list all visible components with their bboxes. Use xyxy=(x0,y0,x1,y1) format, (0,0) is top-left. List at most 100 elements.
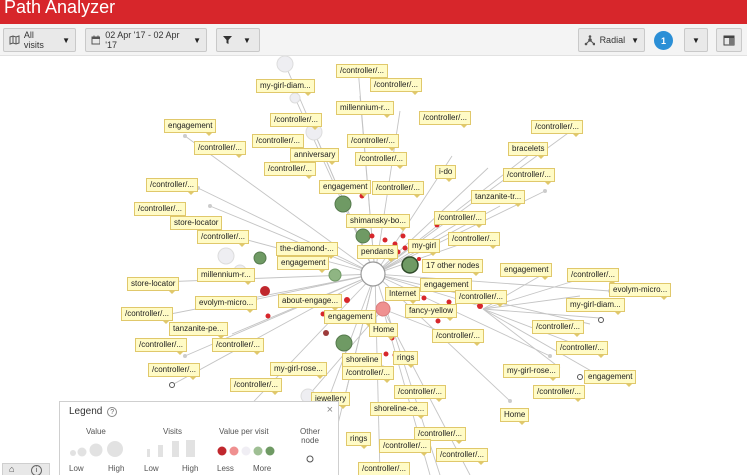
close-icon[interactable]: × xyxy=(326,404,333,416)
graph-node[interactable] xyxy=(369,233,375,239)
node-label[interactable]: /controller/... xyxy=(434,211,487,228)
filter-dropdown[interactable]: ▼ xyxy=(216,28,260,52)
node-label[interactable]: engagement xyxy=(500,263,553,280)
node-label[interactable]: /controller/... xyxy=(532,320,585,337)
node-label[interactable]: /controller/... xyxy=(448,232,501,249)
node-label[interactable]: /controller/... xyxy=(347,134,400,151)
node-label[interactable]: millennium-r... xyxy=(197,268,255,285)
graph-node[interactable] xyxy=(375,301,391,317)
node-label[interactable]: /controller/... xyxy=(135,338,188,355)
node-label[interactable]: 17 other nodes xyxy=(422,259,484,276)
node-label[interactable]: store-locator xyxy=(170,216,223,233)
node-label[interactable]: engagement xyxy=(319,180,372,197)
node-label[interactable]: shoreline-ce... xyxy=(370,402,429,419)
node-label[interactable]: /controller/... xyxy=(556,341,609,358)
graph-node[interactable] xyxy=(183,134,187,138)
node-label[interactable]: /controller/... xyxy=(194,141,247,158)
node-label[interactable]: /controller/... xyxy=(567,268,620,285)
node-label[interactable]: /controller/... xyxy=(121,307,174,324)
node-label[interactable]: engagement xyxy=(420,278,473,295)
graph-node[interactable] xyxy=(334,195,352,213)
graph-node[interactable] xyxy=(335,334,353,352)
node-label[interactable]: pendants xyxy=(357,245,398,262)
node-label[interactable]: my-girl-rose... xyxy=(270,362,327,379)
graph-node[interactable] xyxy=(323,330,329,336)
help-icon[interactable]: ? xyxy=(107,407,118,417)
node-label[interactable]: /controller/... xyxy=(252,134,305,151)
graph-node[interactable] xyxy=(289,92,301,104)
node-label[interactable]: millennium-r... xyxy=(336,101,394,118)
node-label[interactable]: /controller/... xyxy=(336,64,389,81)
node-label[interactable]: engagement xyxy=(164,119,217,136)
node-label[interactable]: /controller/... xyxy=(134,202,187,219)
node-label[interactable]: Home xyxy=(369,323,399,340)
node-label[interactable]: /controller/... xyxy=(230,378,283,395)
node-label[interactable]: my-girl xyxy=(408,239,440,256)
node-label[interactable]: /controller/... xyxy=(264,162,317,179)
node-label[interactable]: engagement xyxy=(277,256,330,273)
node-label[interactable]: my-girl-diam... xyxy=(256,79,315,96)
node-label[interactable]: /controller/... xyxy=(533,385,586,402)
node-label[interactable]: Home xyxy=(500,408,530,425)
options-dropdown[interactable]: ▼ xyxy=(684,28,708,52)
node-label[interactable]: /controller/... xyxy=(146,178,199,195)
bag-icon[interactable]: ⌂ xyxy=(9,464,15,474)
node-label[interactable]: my-girl-rose... xyxy=(503,364,560,381)
node-label[interactable]: rings xyxy=(346,432,372,449)
other-node[interactable] xyxy=(169,382,175,388)
graph-node[interactable] xyxy=(508,399,512,403)
node-label[interactable]: /controller/... xyxy=(379,439,432,456)
segment-dropdown[interactable]: All visits ▼ xyxy=(3,28,76,52)
node-label[interactable]: about-engage... xyxy=(278,294,343,311)
graph-node[interactable] xyxy=(402,245,408,251)
graph-node[interactable] xyxy=(183,354,187,358)
graph-node[interactable] xyxy=(260,286,270,296)
node-label[interactable]: /controller/... xyxy=(372,181,425,198)
node-label[interactable]: /controller/... xyxy=(197,230,250,247)
node-label[interactable]: /controller/... xyxy=(503,168,556,185)
node-label[interactable]: store-locator xyxy=(127,277,180,294)
node-label[interactable]: i-do xyxy=(435,165,457,182)
graph-node[interactable] xyxy=(253,251,267,265)
node-label[interactable]: /controller/... xyxy=(531,120,584,137)
info-icon[interactable]: i xyxy=(31,465,42,475)
other-node[interactable] xyxy=(598,317,604,323)
graph-node[interactable] xyxy=(435,318,441,324)
graph-node[interactable] xyxy=(383,351,389,357)
node-label[interactable]: tanzanite-pe... xyxy=(169,322,228,339)
graph-node[interactable] xyxy=(477,303,483,309)
graph-node[interactable] xyxy=(208,204,212,208)
node-label[interactable]: anniversary xyxy=(290,148,340,165)
layout-dropdown[interactable]: Radial ▼ xyxy=(578,28,645,52)
graph-node[interactable] xyxy=(417,257,421,261)
node-label[interactable]: bracelets xyxy=(508,142,549,159)
node-label[interactable]: /controller/... xyxy=(355,152,408,169)
node-label[interactable]: my-girl-diam... xyxy=(566,298,625,315)
graph-node[interactable] xyxy=(276,56,294,73)
graph-node[interactable] xyxy=(400,233,406,239)
node-label[interactable]: /controller/... xyxy=(342,366,395,383)
node-label[interactable]: /controller/... xyxy=(148,363,201,380)
graph-node[interactable] xyxy=(543,189,547,193)
panel-toggle-button[interactable] xyxy=(716,28,742,52)
node-label[interactable]: evolym-micro... xyxy=(609,283,672,300)
node-label[interactable]: tanzanite-tr... xyxy=(471,190,526,207)
node-label[interactable]: the-diamond-... xyxy=(276,242,338,259)
graph-node[interactable] xyxy=(355,228,371,244)
node-label[interactable]: /controller/... xyxy=(455,290,508,307)
node-label[interactable]: /controller/... xyxy=(394,385,447,402)
node-label[interactable]: evolym-micro... xyxy=(195,296,258,313)
node-label[interactable]: /controller/... xyxy=(212,338,265,355)
node-label[interactable]: Internet xyxy=(385,287,421,304)
graph-node[interactable] xyxy=(548,354,552,358)
other-node[interactable] xyxy=(577,374,583,380)
graph-node[interactable] xyxy=(401,256,419,274)
node-label[interactable]: /controller/... xyxy=(432,329,485,346)
notification-badge[interactable]: 1 xyxy=(654,31,673,50)
node-label[interactable]: /controller/... xyxy=(419,111,472,128)
graph-node[interactable] xyxy=(344,297,350,303)
node-label[interactable]: /controller/... xyxy=(414,427,467,444)
node-label[interactable]: fancy-yellow xyxy=(405,304,458,321)
center-node[interactable] xyxy=(360,261,386,287)
graph-node[interactable] xyxy=(382,237,388,243)
